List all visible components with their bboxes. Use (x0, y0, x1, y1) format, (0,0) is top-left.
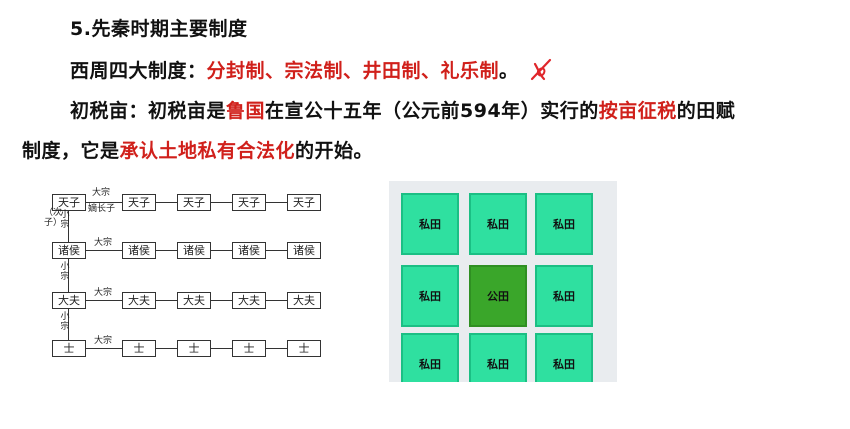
lineage-box: 诸侯 (52, 242, 86, 259)
dazong-label: 大宗 (92, 188, 111, 198)
zhou-end: 。 (499, 60, 519, 82)
lineage-box: 士 (232, 340, 266, 357)
lineage-box: 天子 (232, 194, 266, 211)
lineage-box: 士 (52, 340, 86, 357)
private-field: 私田 (535, 193, 593, 255)
zhou-label: 西周四大制度： (70, 60, 207, 82)
lineage-box: 士 (122, 340, 156, 357)
zhou-systems-line: 西周四大制度：分封制、宗法制、井田制、礼乐制。 (70, 56, 554, 83)
private-field: 私田 (535, 333, 593, 382)
xiaozong-label: 小宗 (60, 210, 70, 230)
public-field: 公田 (469, 265, 527, 327)
private-field: 私田 (401, 193, 459, 255)
tax-text-c: 的田赋 (676, 100, 736, 122)
tax-state: 鲁国 (226, 100, 266, 122)
xiaozong-label: 小宗 (60, 312, 70, 332)
private-field: 私田 (469, 333, 527, 382)
private-field: 私田 (401, 265, 459, 327)
lineage-box: 大夫 (122, 292, 156, 309)
zhou-systems: 分封制、宗法制、井田制、礼乐制 (206, 60, 500, 82)
private-field: 私田 (401, 333, 459, 382)
lineage-box: 士 (287, 340, 321, 357)
lineage-box: 士 (177, 340, 211, 357)
tax-significance: 承认土地私有合法化 (119, 140, 296, 162)
cizi-label: （次子） (44, 208, 63, 228)
xiaozong-label: 小宗 (60, 262, 70, 282)
lineage-box: 大夫 (232, 292, 266, 309)
zongfa-diagram: 天子 天子 天子 天子 天子 大宗 嫡长子 诸侯 诸侯 诸侯 诸侯 诸侯 大宗 … (30, 186, 340, 366)
lineage-box: 大夫 (177, 292, 211, 309)
tax-text-b: 在宣公十五年（公元前594年）实行的 (265, 100, 599, 122)
lineage-box: 大夫 (287, 292, 321, 309)
lineage-box: 天子 (52, 194, 86, 211)
tax-line-2: 制度，它是承认土地私有合法化的开始。 (22, 136, 373, 163)
dazong-label: 大宗 (94, 336, 113, 346)
well-field-grid: 私田 私田 私田 私田 公田 私田 私田 私田 私田 (389, 181, 617, 382)
private-field: 私田 (469, 193, 527, 255)
dazong-label: 大宗 (94, 238, 113, 248)
private-field: 私田 (535, 265, 593, 327)
lineage-box: 天子 (122, 194, 156, 211)
lineage-box: 大夫 (52, 292, 86, 309)
dizhangzi-label: 嫡长子 (88, 204, 116, 214)
lineage-box: 诸侯 (122, 242, 156, 259)
tax-line-1: 初税亩：初税亩是鲁国在宣公十五年（公元前594年）实行的按亩征税的田赋 (70, 96, 735, 123)
tax-text-a: 初税亩：初税亩是 (70, 100, 227, 122)
tax-text-e: 的开始。 (295, 140, 374, 162)
dazong-label: 大宗 (94, 288, 113, 298)
lineage-box: 天子 (287, 194, 321, 211)
lineage-box: 诸侯 (287, 242, 321, 259)
lineage-box: 诸侯 (177, 242, 211, 259)
tax-text-d: 制度，它是 (22, 140, 120, 162)
lineage-box: 诸侯 (232, 242, 266, 259)
handwritten-mark-icon (530, 58, 551, 81)
tax-method: 按亩征税 (598, 100, 677, 122)
section-heading: 5.先秦时期主要制度 (70, 18, 248, 40)
lineage-box: 天子 (177, 194, 211, 211)
